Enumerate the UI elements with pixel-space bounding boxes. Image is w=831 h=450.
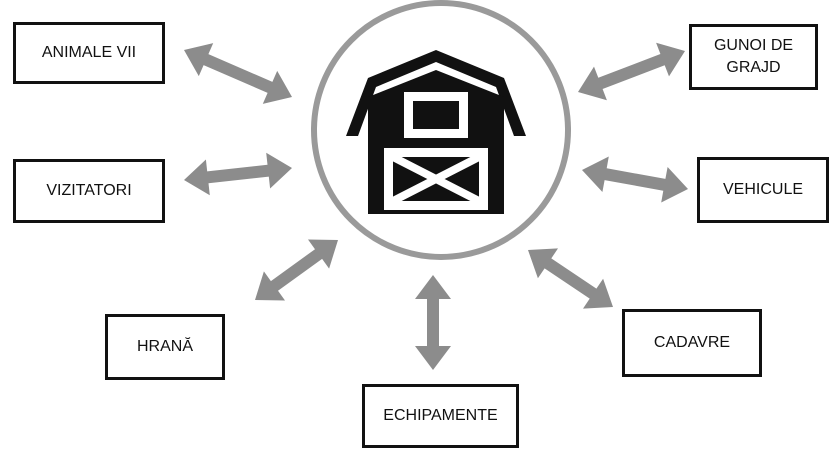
arrow-echipamente <box>415 275 451 370</box>
arrow-cadavre <box>528 248 613 309</box>
barn-icon <box>346 50 526 214</box>
node-echipamente: ECHIPAMENTE <box>362 384 519 448</box>
node-vehicule: VEHICULE <box>697 157 829 223</box>
node-label: ANIMALE VII <box>41 44 137 61</box>
node-gunoi-de-grajd: GUNOI DE GRAJD <box>689 24 818 90</box>
node-label: ECHIPAMENTE <box>383 407 498 424</box>
node-label: CADAVRE <box>653 334 731 351</box>
node-label-line2: GRAJD <box>726 59 781 76</box>
node-label: VIZITATORI <box>46 182 132 199</box>
node-vizitatori: VIZITATORI <box>13 159 165 223</box>
node-label-line1: GUNOI DE <box>713 37 794 54</box>
arrow-animale-vii <box>184 43 292 104</box>
arrow-vehicule <box>582 156 688 203</box>
node-cadavre: CADAVRE <box>622 309 762 377</box>
node-label: HRANĂ <box>136 338 193 355</box>
node-hrana: HRANĂ <box>105 314 225 380</box>
node-label: VEHICULE <box>722 181 804 198</box>
arrow-hrana <box>255 239 338 301</box>
node-animale-vii: ANIMALE VII <box>13 22 165 84</box>
connector-arrows <box>184 42 688 370</box>
arrow-gunoi-de-grajd <box>578 42 685 101</box>
arrow-vizitatori <box>184 152 292 196</box>
